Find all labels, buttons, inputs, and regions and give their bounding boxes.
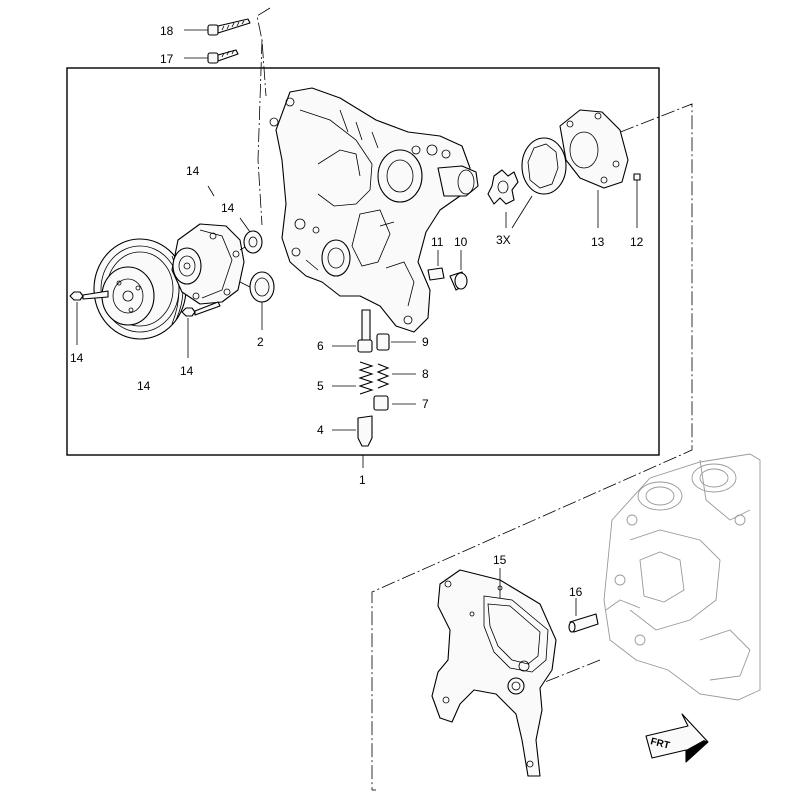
callout-8: 8: [422, 367, 429, 381]
bolt-18: [184, 18, 251, 36]
callout-3x: 3X: [496, 233, 511, 247]
callout-4: 4: [317, 423, 324, 437]
front-cover-housing: [269, 87, 479, 333]
callout-15: 15: [493, 553, 507, 567]
callout-5: 5: [317, 379, 324, 393]
callout-labels: 18 17 14 14 14 14 14 2 11 10 3X 13 12 6 …: [70, 24, 671, 752]
callout-10: 10: [454, 235, 468, 249]
water-pump: [171, 223, 253, 305]
callout-2: 2: [257, 335, 264, 349]
front-cover-gasket: [431, 568, 557, 777]
water-pump-bolt: [181, 301, 221, 358]
engine-block-ghost: [603, 453, 761, 701]
callout-17: 17: [160, 52, 174, 66]
crankshaft-pulley: [93, 238, 187, 340]
pump-seal-ring: [239, 217, 263, 254]
callout-14-bolt-pump: 14: [180, 364, 194, 378]
valve-pin: [361, 309, 371, 341]
cover-screw: [633, 173, 641, 228]
oil-pump-inner-rotor: [487, 169, 519, 205]
callout-1: 1: [359, 473, 366, 487]
callout-14-pulley: 14: [137, 379, 151, 393]
callout-7: 7: [422, 397, 429, 411]
callout-12: 12: [630, 235, 644, 249]
crankshaft-seal: [249, 271, 275, 330]
callout-14-seal: 14: [221, 201, 235, 215]
front-arrow-icon: [645, 713, 709, 763]
callout-14-bolt-left: 14: [70, 351, 84, 365]
callout-9: 9: [422, 335, 429, 349]
bolt-17: [184, 49, 239, 64]
oil-pump-outer-rotor: [521, 137, 567, 195]
callout-6: 6: [317, 339, 324, 353]
callout-16: 16: [569, 585, 583, 599]
dowel-pin: [568, 598, 599, 633]
valve-plug-4: [332, 415, 373, 447]
oil-pump-cover: [559, 109, 629, 228]
plug-10: [449, 250, 468, 291]
pulley-bolt: [69, 290, 109, 345]
valve-plunger-7: [373, 395, 416, 411]
valve-cap-6: [332, 339, 373, 353]
spring-8: [376, 363, 416, 389]
callout-11: 11: [431, 235, 444, 249]
spring-5: [332, 361, 374, 395]
plug-11: [427, 250, 445, 281]
callout-14-pump: 14: [186, 164, 200, 178]
phantom-lines: [256, 7, 693, 791]
callout-18: 18: [160, 24, 174, 38]
valve-piston-9: [376, 333, 416, 351]
callout-13: 13: [591, 235, 605, 249]
frt-label: FRT: [649, 736, 671, 751]
